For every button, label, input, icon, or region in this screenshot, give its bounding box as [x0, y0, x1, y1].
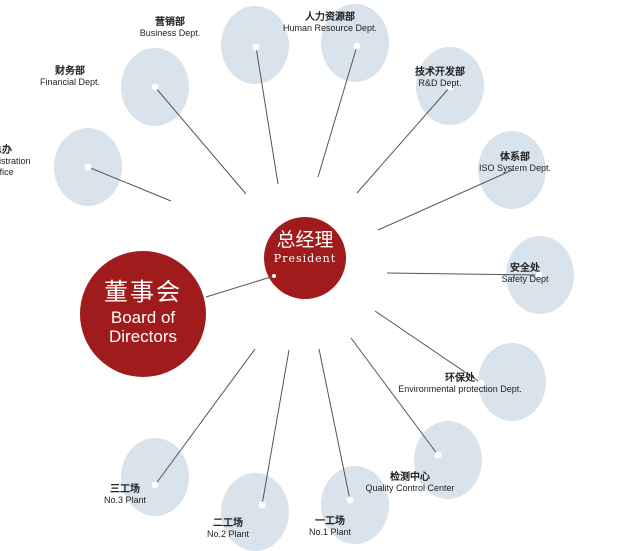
president-label: 总经理 President — [273, 229, 337, 265]
department-name-zh: 二工场 — [213, 518, 243, 529]
connector-dot — [477, 379, 485, 387]
connector-dot — [272, 274, 276, 278]
department-name-zh: 人力资源部 — [305, 12, 355, 23]
department-name-zh: 检测中心 — [390, 472, 430, 483]
connector-line — [255, 46, 279, 185]
connector-dot — [446, 83, 454, 91]
department-name-zh: 体系部 — [500, 152, 530, 163]
connector-dot — [252, 43, 260, 51]
connector-line — [318, 348, 351, 501]
department-bubble — [121, 438, 189, 516]
department-name-en: Business Dept. — [139, 28, 201, 38]
department-name-en-line2: Office — [0, 167, 14, 177]
department-bubble — [478, 343, 546, 421]
department-name-zh: 一工场 — [315, 516, 345, 527]
department-name-en: Administration — [0, 156, 31, 166]
department-name-en: ISO System Dept. — [478, 163, 552, 173]
connector-line — [154, 348, 256, 486]
department-name-zh: 安全处 — [510, 263, 540, 274]
department-bubble — [321, 466, 389, 544]
connector-line — [350, 337, 439, 456]
connector-dot — [353, 42, 361, 50]
department-bubble — [321, 4, 389, 82]
department-name-en: No.3 Plant — [103, 495, 147, 505]
department-name-en: Human Resource Dept. — [282, 23, 378, 33]
connector-line — [87, 166, 172, 202]
department-name-en: Environmental protection Dept. — [398, 384, 522, 394]
department-name-zh: 总办 — [0, 145, 12, 156]
department-name-zh: 技术开发部 — [415, 67, 465, 78]
connector-line — [154, 86, 247, 195]
connector-dot — [513, 164, 521, 172]
board-label: 董事会 Board of Directors — [104, 278, 182, 346]
department-label: 总办AdministrationOffice — [0, 145, 40, 178]
connector-line — [356, 86, 451, 194]
department-name-en: Financial Dept. — [39, 77, 101, 87]
connector-line — [377, 167, 518, 231]
connector-line — [386, 272, 540, 276]
connector-line — [374, 310, 482, 384]
department-name-en: No.2 Plant — [206, 529, 250, 539]
department-bubble — [414, 421, 482, 499]
department-name-en: No.1 Plant — [308, 527, 352, 537]
department-name-zh: 财务部 — [55, 66, 85, 77]
connector-line — [261, 349, 290, 506]
connector-dot — [151, 83, 159, 91]
department-name-en: R&D Dept. — [418, 78, 462, 88]
connector-dot — [535, 271, 543, 279]
board-connector-line — [205, 275, 275, 298]
department-name-zh: 环保处 — [445, 373, 475, 384]
connector-dot — [434, 451, 442, 459]
connector-dot — [346, 496, 354, 504]
connector-dot — [258, 501, 266, 509]
president-circle — [264, 217, 346, 299]
department-name-en: Safety Dept — [501, 274, 549, 284]
board-circle — [80, 251, 206, 377]
department-bubble — [221, 473, 289, 551]
department-name-en: Quality Control Center — [365, 483, 455, 493]
connector-dot — [151, 481, 159, 489]
connector-line — [317, 45, 358, 178]
connector-dot — [84, 163, 92, 171]
department-name-zh: 三工场 — [110, 484, 140, 495]
department-name-zh: 营销部 — [155, 17, 185, 28]
